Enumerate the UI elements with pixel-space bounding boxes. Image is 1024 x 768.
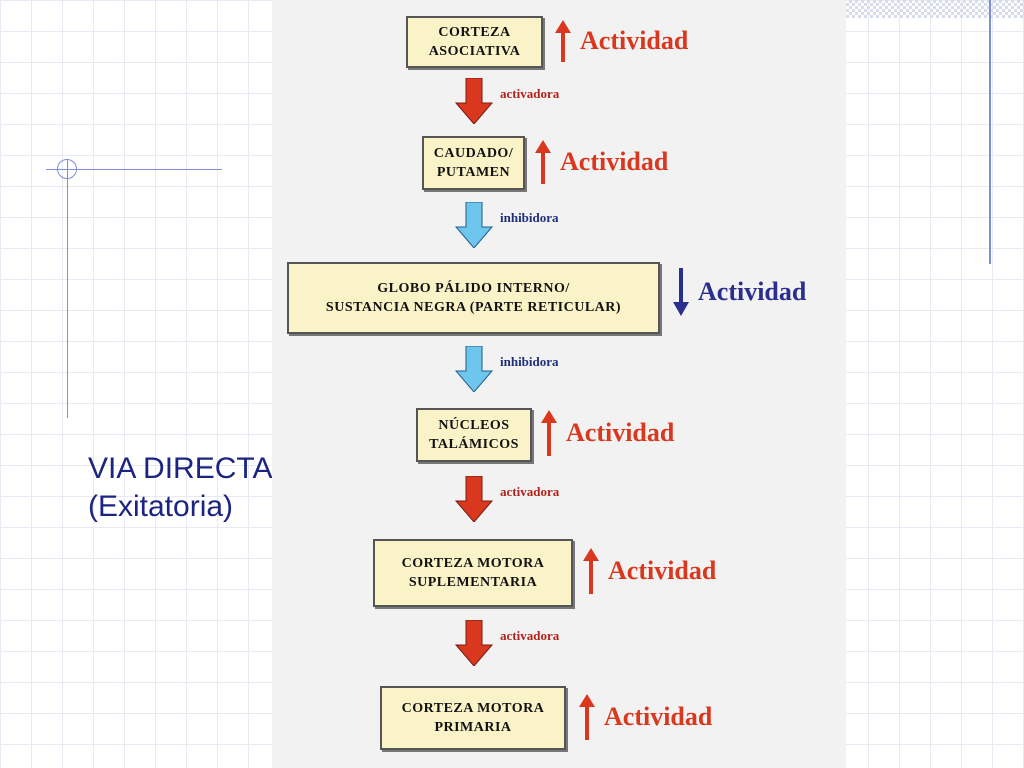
node-caudado-putamen: CAUDADO/ PUTAMEN [422, 136, 525, 190]
arrow-down-blue-icon [454, 346, 494, 392]
node-label-line-1: CORTEZA [438, 25, 511, 40]
activity-label: Actividad [566, 418, 675, 447]
activity-label: Actividad [560, 147, 669, 176]
activity-indicator-2: Actividad [672, 268, 806, 316]
connector-label: inhibidora [500, 210, 559, 225]
node-label-line-1: CORTEZA MOTORA [401, 556, 545, 571]
activity-indicator-3: Actividad [540, 410, 674, 456]
decor-circle [57, 159, 77, 179]
connector-0: activadora [454, 78, 559, 124]
arrow-up-icon [579, 694, 595, 740]
node-label-line-1: CORTEZA MOTORA [401, 701, 545, 716]
connector-2: inhibidora [454, 346, 559, 392]
node-label-line-2: PRIMARIA [434, 720, 512, 735]
activity-label: Actividad [698, 277, 807, 306]
activity-indicator-1: Actividad [534, 140, 668, 184]
node-nucleos-talamicos: NÚCLEOS TALÁMICOS [416, 408, 532, 462]
connector-4: activadora [454, 620, 559, 666]
node-label-line-1: CAUDADO/ [433, 146, 514, 161]
node-corteza-motora-suplementaria: CORTEZA MOTORA SUPLEMENTARIA [373, 539, 573, 607]
node-label-line-1: NÚCLEOS [438, 418, 510, 433]
node-corteza-asociativa: CORTEZA ASOCIATIVA [406, 16, 543, 68]
node-label-line-2: SUPLEMENTARIA [408, 575, 538, 590]
activity-label: Actividad [580, 26, 689, 55]
pathway-diagram: CORTEZA ASOCIATIVA Actividad activadora … [272, 0, 846, 768]
node-globo-palido: GLOBO PÁLIDO INTERNO/ SUSTANCIA NEGRA (P… [287, 262, 660, 334]
activity-indicator-4: Actividad [582, 548, 716, 594]
node-corteza-motora-primaria: CORTEZA MOTORA PRIMARIA [380, 686, 566, 750]
decor-line-vertical-left [67, 160, 68, 418]
connector-label: activadora [500, 86, 560, 101]
arrow-down-red-icon [454, 620, 494, 666]
slide-title: VIA DIRECTA (Exitatoria) [88, 450, 272, 526]
arrow-up-icon [555, 20, 571, 62]
activity-indicator-0: Actividad [554, 20, 688, 62]
arrow-up-icon [541, 410, 557, 456]
activity-indicator-5: Actividad [578, 694, 712, 740]
connector-label: activadora [500, 628, 560, 643]
arrow-down-red-icon [454, 476, 494, 522]
decor-line-horizontal-left [46, 169, 222, 170]
connector-label: inhibidora [500, 354, 559, 369]
arrow-down-icon [673, 268, 689, 316]
node-label-line-2: ASOCIATIVA [428, 44, 521, 59]
connector-3: activadora [454, 476, 559, 522]
arrow-down-blue-icon [454, 202, 494, 248]
activity-label: Actividad [608, 556, 717, 585]
node-label-line-2: PUTAMEN [436, 165, 511, 180]
arrow-down-red-icon [454, 78, 494, 124]
slide-title-line-1: VIA DIRECTA [88, 452, 273, 485]
decor-checker-band [846, 0, 1024, 18]
connector-1: inhibidora [454, 202, 559, 248]
activity-label: Actividad [604, 702, 713, 731]
node-label-line-2: SUSTANCIA NEGRA (PARTE RETICULAR) [325, 300, 622, 315]
arrow-up-icon [535, 140, 551, 184]
connector-label: activadora [500, 484, 560, 499]
node-label-line-1: GLOBO PÁLIDO INTERNO/ [377, 281, 570, 296]
slide-title-line-2: (Exitatoria) [88, 490, 234, 523]
decor-line-vertical-right [989, 0, 991, 264]
node-label-line-2: TALÁMICOS [429, 437, 519, 452]
arrow-up-icon [583, 548, 599, 594]
